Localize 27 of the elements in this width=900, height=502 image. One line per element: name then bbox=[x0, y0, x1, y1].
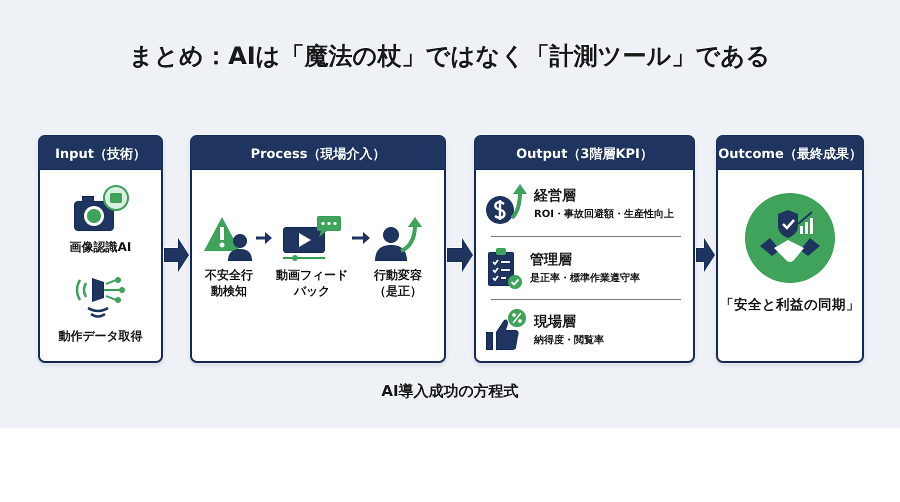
kpi-heading: 経営層 bbox=[534, 187, 577, 205]
panel-header: Outcome（最終成果） bbox=[718, 137, 862, 170]
outcome-label: 「安全と利益の同期」 bbox=[720, 296, 860, 314]
panel-header: Input（技術） bbox=[40, 137, 161, 170]
panel bbox=[474, 135, 695, 363]
arrow bbox=[447, 238, 473, 272]
panel bbox=[716, 135, 864, 363]
arrow bbox=[352, 232, 370, 244]
arrow bbox=[164, 238, 189, 272]
kpi-detail: 納得度・閲覧率 bbox=[534, 333, 604, 347]
arrow bbox=[256, 232, 272, 244]
node-label: 動作データ取得 bbox=[58, 328, 142, 344]
panel-header: Output（3階層KPI） bbox=[476, 137, 693, 170]
kpi-heading: 現場層 bbox=[534, 313, 577, 331]
kpi-detail: ROI・事故回避額・生産性向上 bbox=[534, 207, 674, 221]
panel bbox=[190, 135, 446, 363]
node-label: 行動変容（是正） bbox=[372, 267, 423, 300]
node-label: 画像認識AI bbox=[70, 239, 132, 256]
kpi-heading: 管理層 bbox=[530, 251, 573, 269]
caption: AI導入成功の方程式 bbox=[380, 382, 520, 401]
title: まとめ：AIは「魔法の杖」ではなく「計測ツール」である bbox=[128, 41, 772, 72]
panel bbox=[38, 135, 163, 363]
panel-header: Process（現場介入） bbox=[192, 137, 444, 170]
arrow bbox=[696, 238, 715, 272]
kpi-detail: 是正率・標準作業遵守率 bbox=[530, 271, 640, 285]
node-label: 不安全行動検知 bbox=[204, 267, 254, 300]
node-label: 動画フィードバック bbox=[275, 267, 349, 300]
